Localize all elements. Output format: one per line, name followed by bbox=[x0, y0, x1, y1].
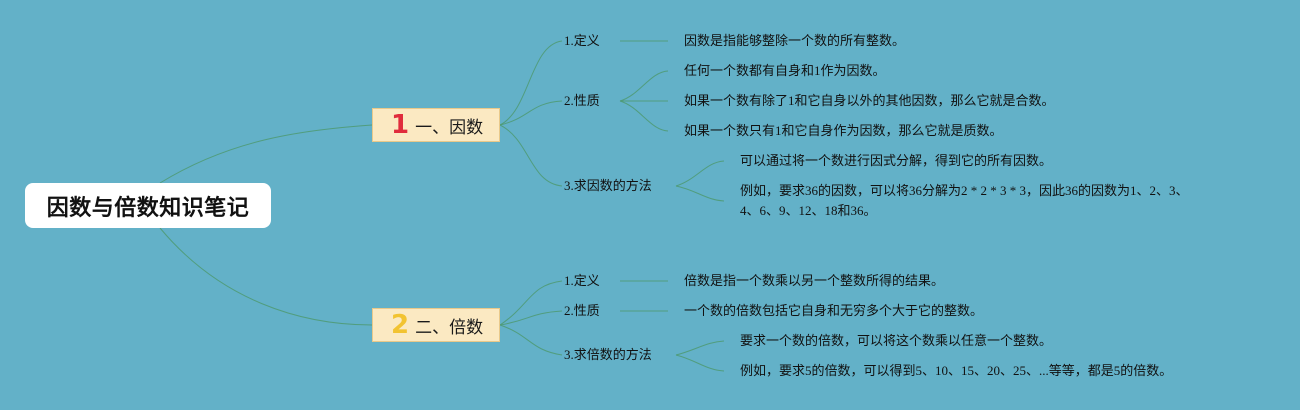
branch-multiples[interactable]: 2 二、倍数 bbox=[372, 308, 500, 342]
leaf-b2-method-2[interactable]: 例如，要求5的倍数，可以得到5、10、15、20、25、...等等，都是5的倍数… bbox=[740, 363, 1173, 378]
subtopic-b2-method[interactable]: 3.求倍数的方法 bbox=[564, 347, 652, 362]
branch-label: 一、因数 bbox=[415, 117, 484, 138]
leaf-b1-method-1[interactable]: 可以通过将一个数进行因式分解，得到它的所有因数。 bbox=[740, 153, 1053, 168]
branch-label: 二、倍数 bbox=[415, 317, 484, 338]
branch-number: 2 bbox=[391, 310, 410, 340]
link-b2-method-leaf1 bbox=[675, 340, 725, 356]
link-b1-method-leaf2 bbox=[675, 185, 725, 202]
link-b1-def bbox=[499, 40, 563, 126]
leaf-b1-property-2[interactable]: 如果一个数有除了1和它自身以外的其他因数，那么它就是合数。 bbox=[684, 93, 1055, 108]
link-b1-method bbox=[499, 124, 563, 187]
subtopic-b1-method[interactable]: 3.求因数的方法 bbox=[564, 178, 652, 193]
link-b1-prop bbox=[499, 100, 563, 126]
subtopic-b2-properties[interactable]: 2.性质 bbox=[564, 303, 600, 318]
link-b2-prop bbox=[499, 310, 563, 326]
root-topic[interactable]: 因数与倍数知识笔记 bbox=[25, 183, 271, 228]
link-b2-def bbox=[499, 280, 563, 326]
link-b1-method-leaf1 bbox=[675, 160, 725, 187]
leaf-b1-definition[interactable]: 因数是指能够整除一个数的所有整数。 bbox=[684, 33, 906, 48]
subtopic-b1-definition[interactable]: 1.定义 bbox=[564, 33, 600, 48]
leaf-b2-property[interactable]: 一个数的倍数包括它自身和无穷多个大于它的整数。 bbox=[684, 303, 984, 318]
leaf-b1-property-3[interactable]: 如果一个数只有1和它自身作为因数，那么它就是质数。 bbox=[684, 123, 1003, 138]
leaf-b1-method-2-line1[interactable]: 例如，要求36的因数，可以将36分解为2 * 2 * 3 * 3，因此36的因数… bbox=[740, 183, 1189, 198]
subtopic-b2-definition[interactable]: 1.定义 bbox=[564, 273, 600, 288]
link-root-branch2 bbox=[159, 227, 373, 326]
link-b2-method-leaf2 bbox=[675, 354, 725, 372]
link-root-branch1 bbox=[159, 124, 373, 184]
leaf-b2-method-1[interactable]: 要求一个数的倍数，可以将这个数乘以任意一个整数。 bbox=[740, 333, 1053, 348]
link-b1-prop-leaf3 bbox=[619, 100, 669, 132]
branch-factors[interactable]: 1 一、因数 bbox=[372, 108, 500, 142]
leaf-b2-definition[interactable]: 倍数是指一个数乘以另一个整数所得的结果。 bbox=[684, 273, 945, 288]
link-b2-method bbox=[499, 324, 563, 356]
subtopic-b1-properties[interactable]: 2.性质 bbox=[564, 93, 600, 108]
branch-number: 1 bbox=[391, 110, 410, 140]
link-b1-prop-leaf1 bbox=[619, 70, 669, 102]
leaf-b1-property-1[interactable]: 任何一个数都有自身和1作为因数。 bbox=[684, 63, 886, 78]
leaf-b1-method-2-line2[interactable]: 4、6、9、12、18和36。 bbox=[740, 203, 877, 218]
